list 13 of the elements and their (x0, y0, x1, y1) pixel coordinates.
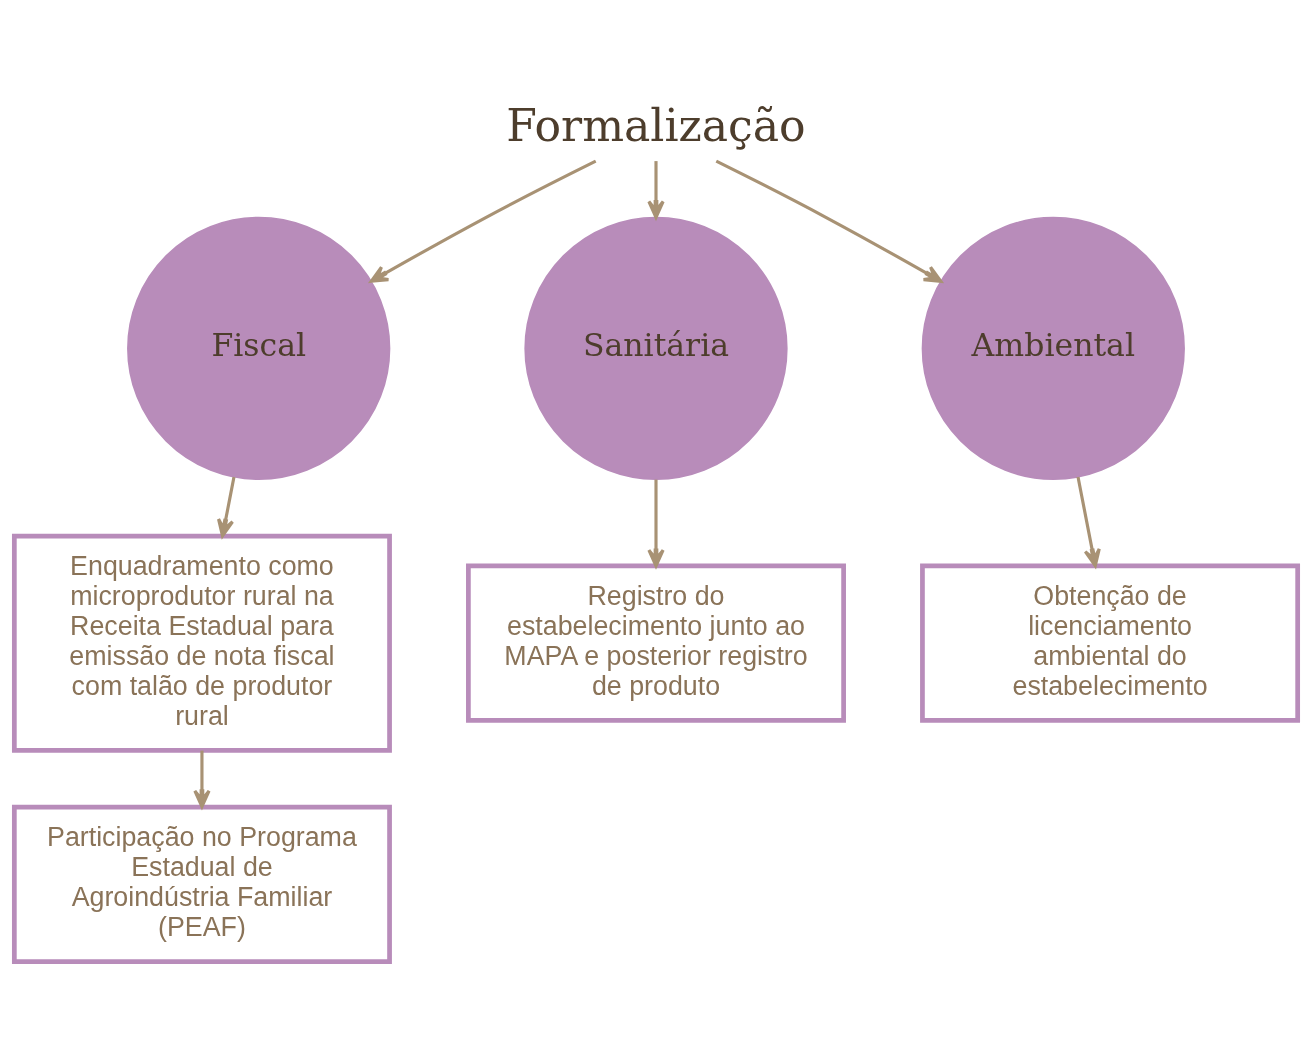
arrow (647, 161, 665, 219)
arrow (217, 476, 236, 538)
arrow (715, 159, 943, 283)
arrow (369, 159, 597, 283)
node-box: Enquadramento como microprodutor rural na Receita Estadual para emissão de nota fiscal com talão de produtor rural (11, 533, 392, 753)
node-box: Registro do estabelecimento junto ao MAPA e posterior registro de produto (466, 563, 846, 723)
node-circle: Sanitária (524, 216, 788, 481)
arrow (193, 750, 211, 809)
node-box: Obtenção de licenciamento ambiental do estabelecimento (920, 563, 1301, 723)
arrow (1076, 476, 1101, 568)
arrow (647, 479, 665, 568)
node-text: Formalização (506, 99, 806, 151)
node-box: Participação no Programa Estadual de Agroindústria Familiar (PEAF) (11, 804, 392, 965)
